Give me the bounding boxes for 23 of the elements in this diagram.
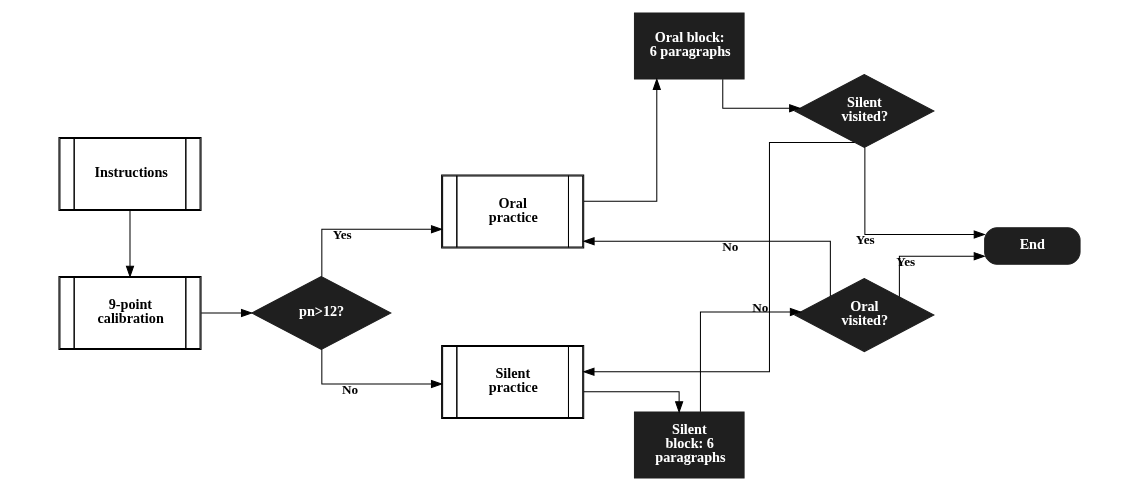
arrow xyxy=(699,307,803,412)
node-diamond: Oral visited? xyxy=(793,277,935,352)
node-diamond: Silent visited? xyxy=(793,73,935,148)
arrow xyxy=(582,236,831,297)
arrow xyxy=(582,141,856,376)
edge-label: Yes xyxy=(855,231,875,247)
node-box: End xyxy=(984,226,1081,265)
arrow xyxy=(321,348,444,388)
arrow xyxy=(321,224,444,277)
edge-label: No xyxy=(342,381,359,397)
arrow xyxy=(125,209,135,278)
node-box: Silent block: 6 paragraphs xyxy=(633,410,745,478)
arrow xyxy=(583,77,662,202)
arrow xyxy=(864,146,986,239)
edge-label: No xyxy=(722,238,739,254)
arrow xyxy=(200,308,254,317)
arrow xyxy=(898,251,986,297)
node-box: Oral block: 6 paragraphs xyxy=(633,12,745,80)
edge-label: Yes xyxy=(332,226,352,242)
edge-label: No xyxy=(752,299,769,315)
arrow xyxy=(722,78,802,112)
node-diamond: pn>12? xyxy=(250,275,392,350)
arrow xyxy=(583,390,684,413)
